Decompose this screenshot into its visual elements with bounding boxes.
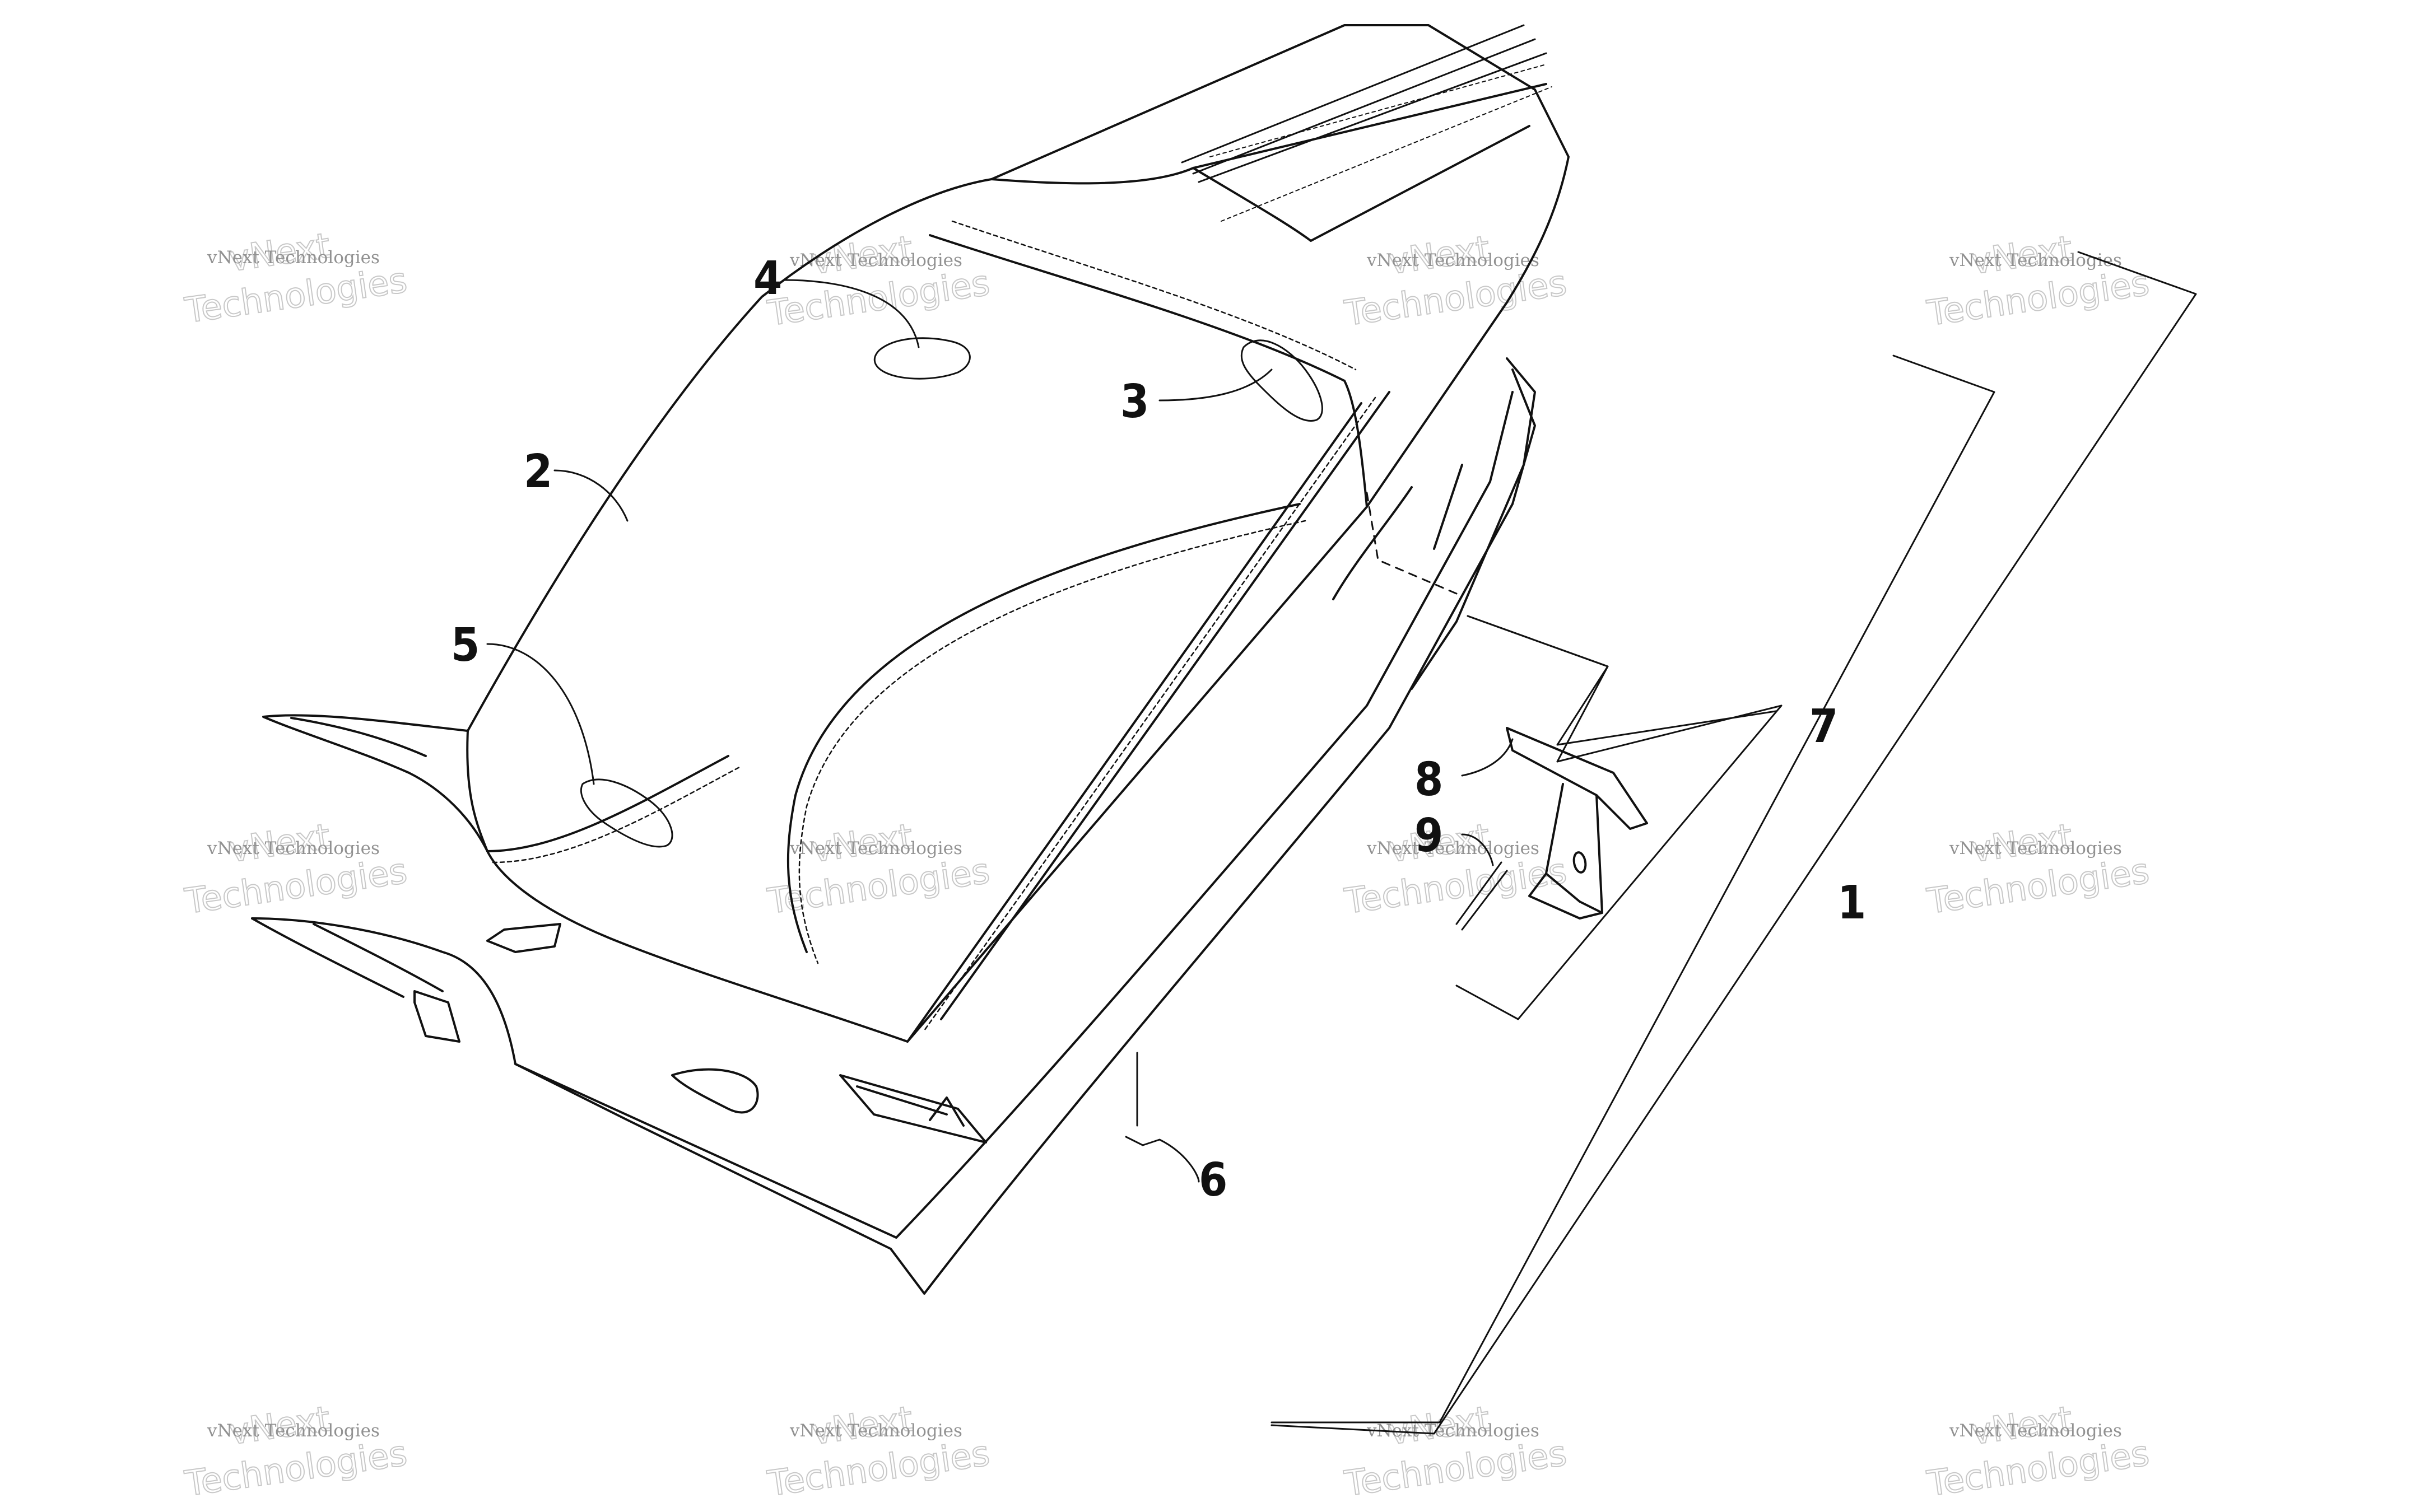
seat-assembly-drawing bbox=[251, 24, 2197, 1435]
seat-center-seam bbox=[787, 503, 1301, 953]
callout-7: 7 bbox=[1809, 700, 1838, 753]
watermark: Technologies vNext vNext Technologies bbox=[1924, 227, 2152, 334]
callout-8: 8 bbox=[1414, 753, 1443, 806]
svg-text:vNext Technologies: vNext Technologies bbox=[1366, 250, 1539, 270]
svg-text:vNext Technologies: vNext Technologies bbox=[1366, 838, 1539, 858]
seat-right-panel-stitch bbox=[923, 396, 1376, 1032]
watermark: Technologies vNext vNext Technologies bbox=[1924, 1398, 2152, 1505]
leader-2 bbox=[553, 469, 629, 522]
base-right-rail bbox=[1411, 357, 1536, 690]
base-latch-detail bbox=[929, 1096, 965, 1127]
latch-pin bbox=[1455, 861, 1508, 931]
leader-9 bbox=[1461, 833, 1494, 866]
svg-text:vNext Technologies: vNext Technologies bbox=[1949, 1421, 2122, 1441]
seat-right-panel-seam bbox=[906, 391, 1390, 1043]
base-right-rail-inner bbox=[1332, 464, 1463, 600]
leader-3 bbox=[1158, 368, 1273, 402]
watermark-layer: Technologies vNext vNext Technologies Te… bbox=[182, 225, 2152, 1505]
svg-text:vNext Technologies: vNext Technologies bbox=[789, 250, 962, 270]
svg-text:vNext Technologies: vNext Technologies bbox=[789, 1421, 962, 1441]
leader-4 bbox=[783, 279, 920, 348]
gel-pad-5 bbox=[580, 778, 673, 848]
callout-3: 3 bbox=[1120, 375, 1149, 428]
seat-base-pan-inner bbox=[514, 391, 1514, 1239]
seat-left-stitch bbox=[492, 766, 741, 864]
callout-1: 1 bbox=[1837, 876, 1866, 930]
watermark: Technologies vNext vNext Technologies bbox=[1341, 815, 1570, 922]
watermark: Technologies vNext vNext Technologies bbox=[1924, 815, 2152, 922]
seat-base-pan bbox=[251, 368, 1536, 1295]
watermark: Technologies vNext vNext Technologies bbox=[182, 1398, 410, 1505]
leader-6 bbox=[1125, 1052, 1200, 1183]
latch-bracket bbox=[1506, 727, 1648, 920]
svg-text:vNext Technologies: vNext Technologies bbox=[789, 838, 962, 858]
svg-text:vNext Technologies: vNext Technologies bbox=[207, 838, 380, 858]
watermark: Technologies vNext vNext Technologies bbox=[182, 225, 410, 332]
callout-4: 4 bbox=[753, 252, 782, 305]
seat-cushion-outline bbox=[466, 24, 1570, 1043]
seat-base-left-wing bbox=[251, 917, 444, 998]
rear-stitch-strip-dotted bbox=[1209, 64, 1552, 222]
callout-9: 9 bbox=[1414, 809, 1443, 862]
bracket-1-outer bbox=[1270, 251, 2197, 1435]
watermark: Technologies vNext vNext Technologies bbox=[1341, 227, 1570, 334]
watermark: Technologies vNext vNext Technologies bbox=[1341, 1398, 1570, 1505]
svg-text:vNext Technologies: vNext Technologies bbox=[1949, 838, 2122, 858]
leader-8 bbox=[1461, 738, 1514, 777]
gel-pad-3 bbox=[1240, 339, 1323, 422]
left-rear-flap-inner bbox=[290, 717, 427, 757]
callout-6: 6 bbox=[1199, 1154, 1227, 1207]
watermark: Technologies vNext vNext Technologies bbox=[182, 815, 410, 922]
callout-2: 2 bbox=[524, 445, 552, 498]
base-dashed-latch-guide bbox=[1366, 492, 1458, 595]
seat-side-seam bbox=[929, 234, 1368, 508]
gel-pad-4 bbox=[873, 337, 971, 380]
svg-text:vNext Technologies: vNext Technologies bbox=[207, 1421, 380, 1441]
left-rear-flap bbox=[262, 714, 488, 852]
bracket-7-line bbox=[1467, 615, 1777, 746]
seat-side-seam-stitch bbox=[951, 220, 1357, 371]
seat-rear-cap bbox=[990, 83, 1547, 242]
base-left-bump bbox=[671, 1068, 759, 1114]
callout-5: 5 bbox=[451, 619, 480, 672]
bracket-1 bbox=[1270, 354, 1995, 1424]
svg-text:vNext Technologies: vNext Technologies bbox=[207, 248, 380, 268]
rear-stitch-strip bbox=[1181, 24, 1547, 183]
seat-left-seam bbox=[486, 755, 729, 852]
watermark: Technologies vNext vNext Technologies bbox=[764, 1398, 993, 1505]
seat-center-seam-stitch bbox=[798, 520, 1306, 964]
base-latch-window bbox=[839, 1074, 987, 1144]
seat-base-left-tab bbox=[413, 990, 460, 1043]
svg-text:vNext Technologies: vNext Technologies bbox=[1949, 250, 2122, 270]
seat-base-upper-tab bbox=[486, 923, 561, 953]
callout-labels: 1 2 3 4 5 6 7 8 9 bbox=[451, 252, 1866, 1207]
leader-5 bbox=[486, 643, 595, 785]
latch-bracket-slot bbox=[1572, 851, 1587, 874]
